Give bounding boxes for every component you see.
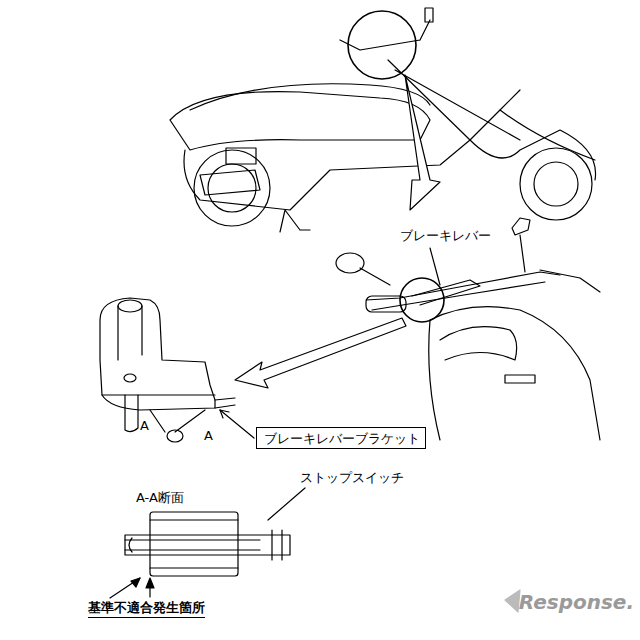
- part-name: ブレーキレバーブラケット: [264, 431, 418, 447]
- callout-box: ブレーキレバーブラケット: [256, 427, 426, 449]
- defect-note: 基準不適合発生箇所: [88, 600, 205, 618]
- part-name: ストップスイッチ: [300, 470, 404, 486]
- section-mark: A: [204, 428, 213, 444]
- section-mark: A: [140, 418, 149, 434]
- part-name: ブレーキレバー: [400, 228, 491, 244]
- watermark: Response.: [519, 590, 634, 614]
- section-title: A-A断面: [136, 490, 184, 506]
